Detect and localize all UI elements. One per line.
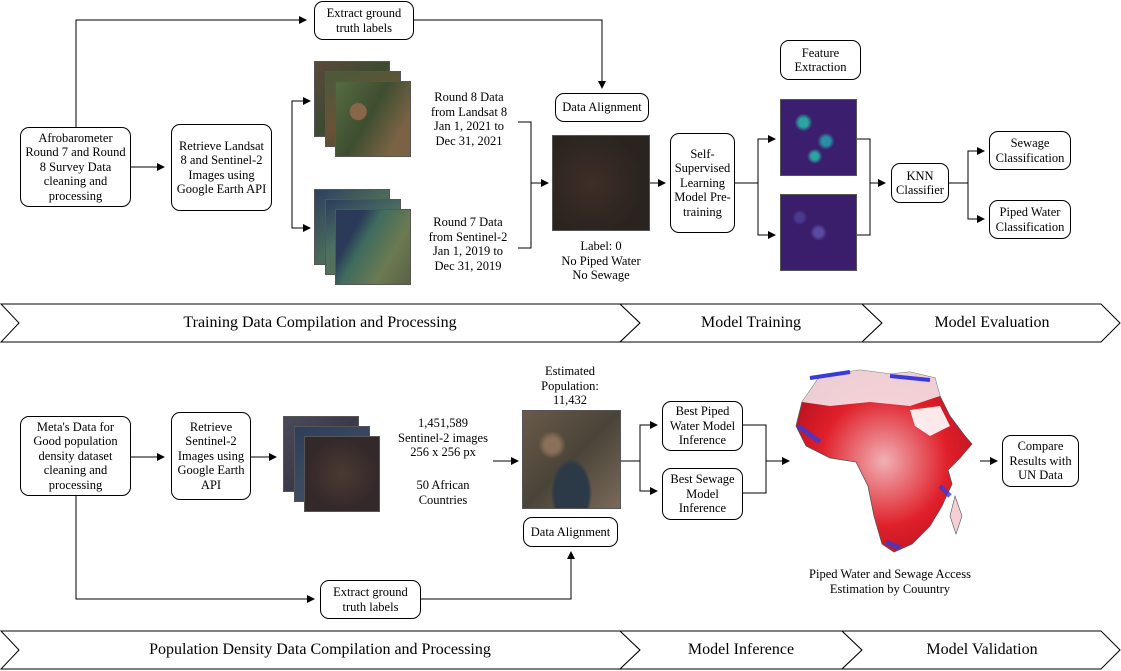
compare-un-box: Compare Results with UN Data <box>1002 435 1079 487</box>
banner-model-inference: Model Inference <box>687 641 795 658</box>
feature-map-2 <box>780 194 857 271</box>
banner-shapes <box>0 303 1121 670</box>
aligned-image-bottom <box>522 410 621 509</box>
countries-text: 50 African Countries <box>416 478 470 507</box>
piped-water-classification-box: Piped Water Classification <box>989 200 1071 239</box>
knn-classifier-box: KNN Classifier <box>891 163 949 203</box>
image-count-text: 1,451,589 Sentinel-2 images 256 x 256 px <box>398 416 488 459</box>
map-caption: Piped Water and Sewage Access Estimation… <box>809 567 971 596</box>
sewage-classification-box: Sewage Classification <box>989 131 1071 170</box>
sentinel-image-stack <box>314 189 414 289</box>
best-piped-water-box: Best Piped Water Model Inference <box>662 401 743 451</box>
best-sewage-box: Best Sewage Model Inference <box>662 468 743 520</box>
aligned-image-top <box>552 135 650 231</box>
label-text: Label: 0 No Piped Water No Sewage <box>561 239 641 282</box>
meta-data-box: Meta's Data for Good population density … <box>20 416 131 496</box>
feature-extraction-box: Feature Extraction <box>780 40 861 80</box>
data-alignment-box-top: Data Alignment <box>555 93 649 122</box>
banner-population-density: Population Density Data Compilation and … <box>149 641 491 658</box>
banner-training-data: Training Data Compilation and Processing <box>183 314 457 331</box>
banner-model-evaluation: Model Evaluation <box>934 314 1050 331</box>
round7-text: Round 7 Data from Sentinel-2 Jan 1, 2019… <box>428 215 508 273</box>
data-alignment-box-bottom: Data Alignment <box>523 517 618 547</box>
sentinel-image-stack-bottom <box>283 416 393 516</box>
ssl-box: Self- Supervised Learning Model Pre- tra… <box>670 133 735 233</box>
banner-model-validation: Model Validation <box>926 641 1038 658</box>
africa-map <box>795 369 973 553</box>
estimated-population-text: Estimated Population: 11,432 <box>541 364 599 407</box>
landsat-image-stack <box>314 61 414 161</box>
afrobarometer-box: Afrobarometer Round 7 and Round 8 Survey… <box>20 127 131 207</box>
retrieve-landsat-box: Retrieve Landsat 8 and Sentinel-2 Images… <box>171 124 272 211</box>
retrieve-sentinel-box: Retrieve Sentinel-2 Images using Google … <box>171 412 251 500</box>
banner-model-training: Model Training <box>700 314 801 331</box>
round8-text: Round 8 Data from Landsat 8 Jan 1, 2021 … <box>430 90 508 148</box>
extract-labels-box-top: Extract ground truth labels <box>314 1 414 40</box>
extract-labels-box-bottom: Extract ground truth labels <box>320 580 421 619</box>
feature-map-1 <box>780 99 857 176</box>
